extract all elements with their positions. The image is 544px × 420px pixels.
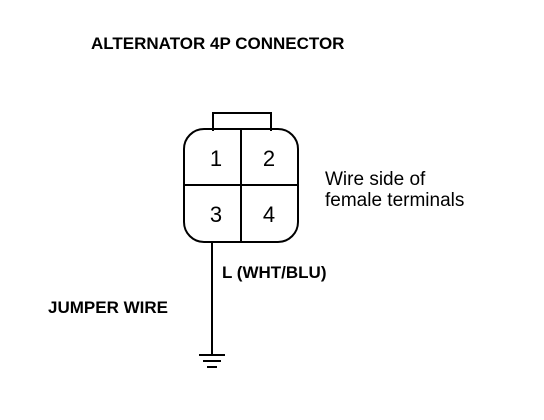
- ground-icon: [199, 354, 225, 368]
- connector-lock-tab: [212, 112, 272, 131]
- terminal-4: 4: [263, 202, 275, 227]
- terminal-3: 3: [210, 202, 222, 227]
- side-note-line-1: Wire side of: [325, 169, 426, 190]
- diagram-title: ALTERNATOR 4P CONNECTOR: [91, 34, 344, 53]
- jumper-label: JUMPER WIRE: [48, 298, 168, 317]
- terminal-1: 1: [210, 146, 222, 171]
- terminal-2: 2: [263, 146, 275, 171]
- wire-label: L (WHT/BLU): [222, 263, 327, 282]
- side-note-line-2: female terminals: [325, 190, 464, 211]
